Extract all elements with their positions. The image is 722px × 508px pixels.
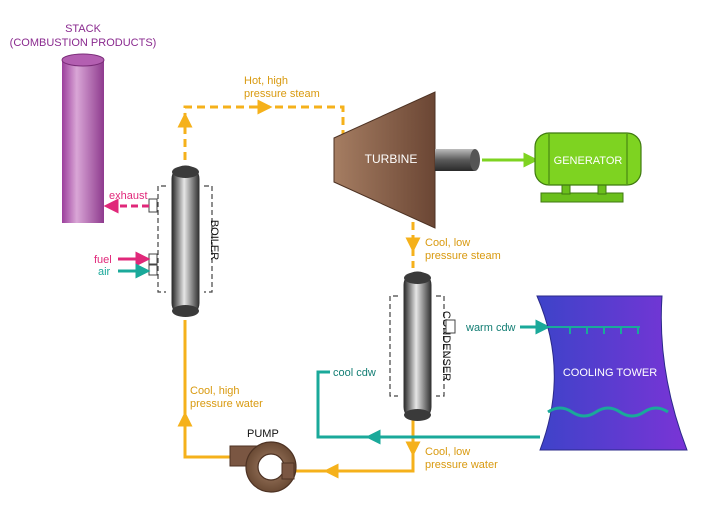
condenser-ring-top (404, 272, 431, 284)
boiler-ports (148, 198, 158, 276)
turbine-shaft (435, 149, 480, 171)
boiler-label: BOILER (208, 220, 220, 260)
fuel-port (148, 253, 158, 265)
turbine-label: TURBINE (365, 152, 418, 166)
boiler-ring-top (172, 166, 199, 178)
lp-water-label-line1: Cool, low (425, 446, 470, 458)
generator-body (534, 132, 642, 186)
pump (229, 441, 297, 493)
pump-label: PUMP (247, 428, 279, 440)
stack-top (61, 53, 105, 67)
boiler-bracket (157, 185, 213, 293)
lp-steam-label-line2: pressure steam (425, 250, 501, 262)
turbine: TURBINE (333, 91, 436, 229)
hp-steam-line (183, 105, 345, 160)
hp-water-label-line2: pressure water (190, 398, 263, 410)
hp-water-line (183, 320, 230, 459)
boiler-ring-bottom (172, 305, 199, 317)
air-label: air (98, 266, 111, 278)
stack-label-line2: (COMBUSTION PRODUCTS) (10, 37, 157, 49)
pump-eye (257, 453, 285, 481)
hp-steam-label-line1: Hot, high (244, 75, 288, 87)
hp-steam-label-line2: pressure steam (244, 88, 320, 100)
exhaust-label: exhaust (109, 190, 148, 202)
pump-inlet (281, 462, 295, 480)
boiler-body (171, 165, 200, 317)
warm-cdw-port (445, 319, 456, 334)
lp-water-label-line2: pressure water (425, 459, 498, 471)
exhaust-port (148, 198, 158, 213)
condenser-ring-bottom (404, 409, 431, 421)
water-basin-wave (547, 406, 669, 418)
condenser-bracket (389, 295, 445, 397)
stack (61, 53, 105, 223)
spray-header (546, 326, 640, 334)
lp-steam-label-line1: Cool, low (425, 237, 470, 249)
cool-cdw-label: cool cdw (333, 367, 376, 379)
stack-label-line1: STACK (65, 23, 102, 35)
boiler: BOILER (148, 165, 220, 317)
condenser-ports (445, 319, 456, 334)
condenser: CONDENSER (389, 271, 456, 421)
turbine-body (333, 91, 436, 229)
generator: GENERATOR (534, 132, 642, 203)
generator-label: GENERATOR (554, 155, 623, 167)
shaft-end (470, 149, 480, 171)
generator-base (540, 192, 624, 203)
shaft-body (435, 149, 475, 171)
cool-cdw-line (316, 370, 540, 439)
stack-body (62, 60, 104, 223)
air-port (148, 264, 158, 276)
warm-cdw-label: warm cdw (465, 322, 516, 334)
condenser-body (403, 271, 432, 421)
lp-water-line (292, 420, 415, 473)
cooling-tower-body (536, 295, 688, 451)
cooling-tower: COOLING TOWER (536, 295, 688, 451)
cooling-tower-label: COOLING TOWER (563, 367, 657, 379)
fuel-label: fuel (94, 254, 112, 266)
hp-water-label-line1: Cool, high (190, 385, 240, 397)
